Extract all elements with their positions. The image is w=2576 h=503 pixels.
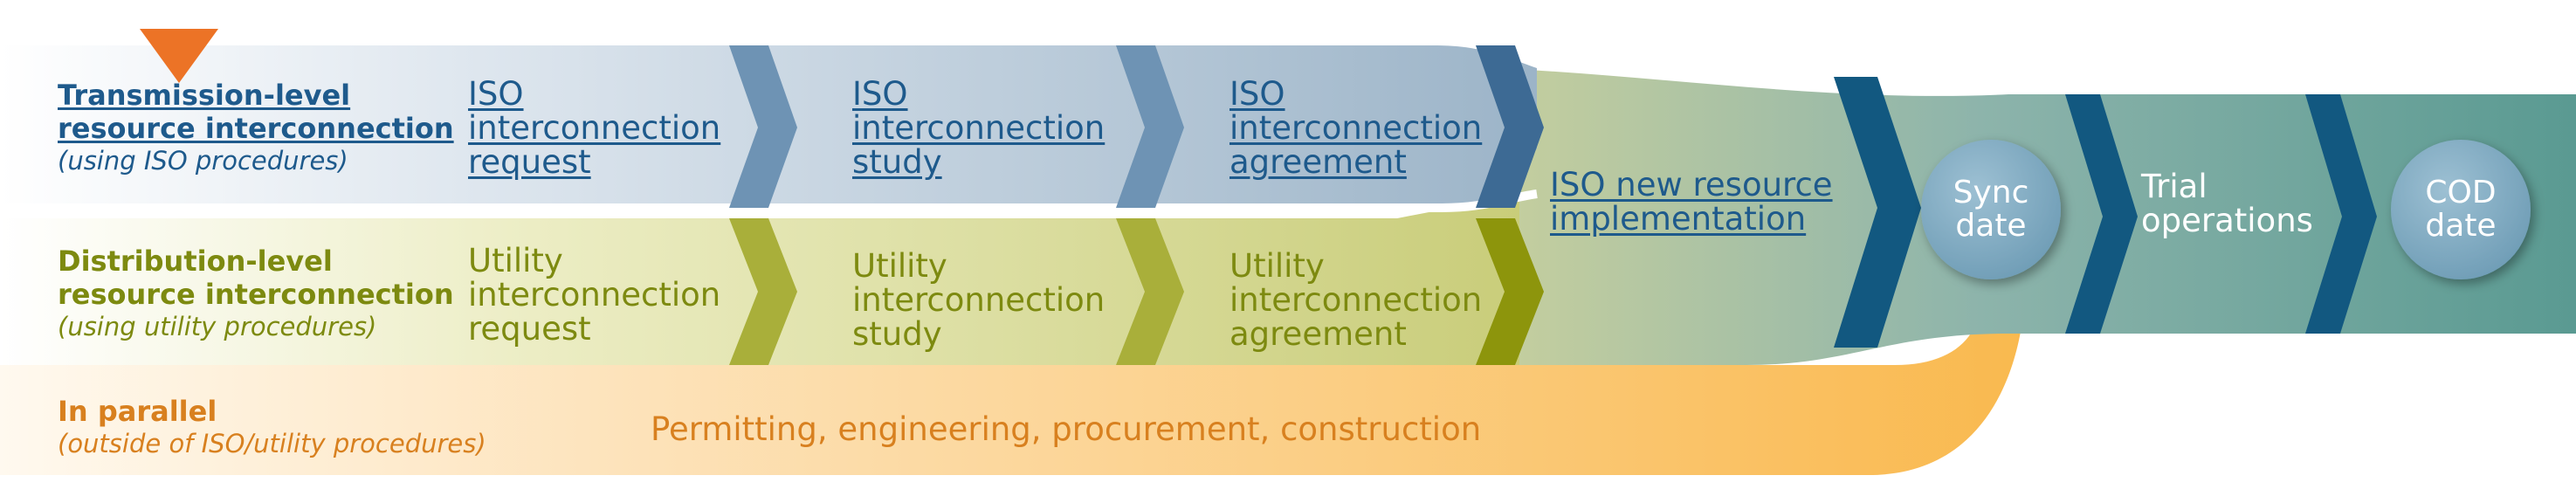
distribution-title-line2: resource interconnection — [58, 278, 454, 311]
transmission-subtitle: (using ISO procedures) — [58, 146, 348, 176]
parallel-subtitle: (outside of ISO/utility procedures) — [58, 429, 486, 458]
parallel-work-label: Permitting, engineering, procurement, co… — [651, 410, 1482, 448]
utility-interconnection-request: Utility interconnection request — [468, 242, 721, 348]
chevron-distribution-1 — [729, 218, 797, 365]
marker-triangle-icon — [140, 29, 218, 83]
chevron-merged-3 — [2305, 94, 2377, 334]
distribution-title-line1: Distribution-level — [58, 245, 333, 278]
trial-operations: Trial operations — [2141, 168, 2313, 239]
chevron-distribution-3 — [1476, 218, 1544, 365]
distribution-subtitle: (using utility procedures) — [58, 312, 377, 341]
link-iso-interconnection-agreement[interactable]: ISO interconnection agreement — [1229, 75, 1483, 181]
transmission-title-line2: resource interconnection — [58, 112, 454, 145]
cod-date-circle — [2391, 140, 2531, 279]
link-iso-interconnection-study[interactable]: ISO interconnection study — [852, 75, 1105, 181]
parallel-title: In parallel — [58, 395, 217, 428]
sync-date-circle — [1921, 140, 2061, 279]
cod-date-label: COD date — [2425, 175, 2497, 244]
link-iso-interconnection-request[interactable]: ISO interconnection request — [468, 75, 721, 181]
chevron-transmission-3 — [1476, 45, 1544, 208]
transmission-title-line1: Transmission-level — [58, 79, 351, 112]
chevron-merged-1 — [1834, 77, 1921, 348]
chevron-transmission-1 — [729, 45, 797, 208]
parallel-label: In parallel (outside of ISO/utility proc… — [58, 395, 486, 459]
sync-date-label: Sync date — [1953, 175, 2029, 244]
chevron-merged-2 — [2065, 94, 2138, 334]
utility-interconnection-study: Utility interconnection study — [852, 247, 1105, 353]
link-iso-new-resource-implementation[interactable]: ISO new resource implementation — [1550, 166, 1833, 238]
chevron-transmission-2 — [1116, 45, 1184, 208]
utility-interconnection-agreement: Utility interconnection agreement — [1229, 247, 1483, 353]
transmission-label: Transmission-level resource interconnect… — [58, 79, 454, 176]
parallel-band — [0, 262, 2061, 475]
chevron-distribution-2 — [1116, 218, 1184, 365]
distribution-label: Distribution-level resource interconnect… — [58, 245, 454, 342]
